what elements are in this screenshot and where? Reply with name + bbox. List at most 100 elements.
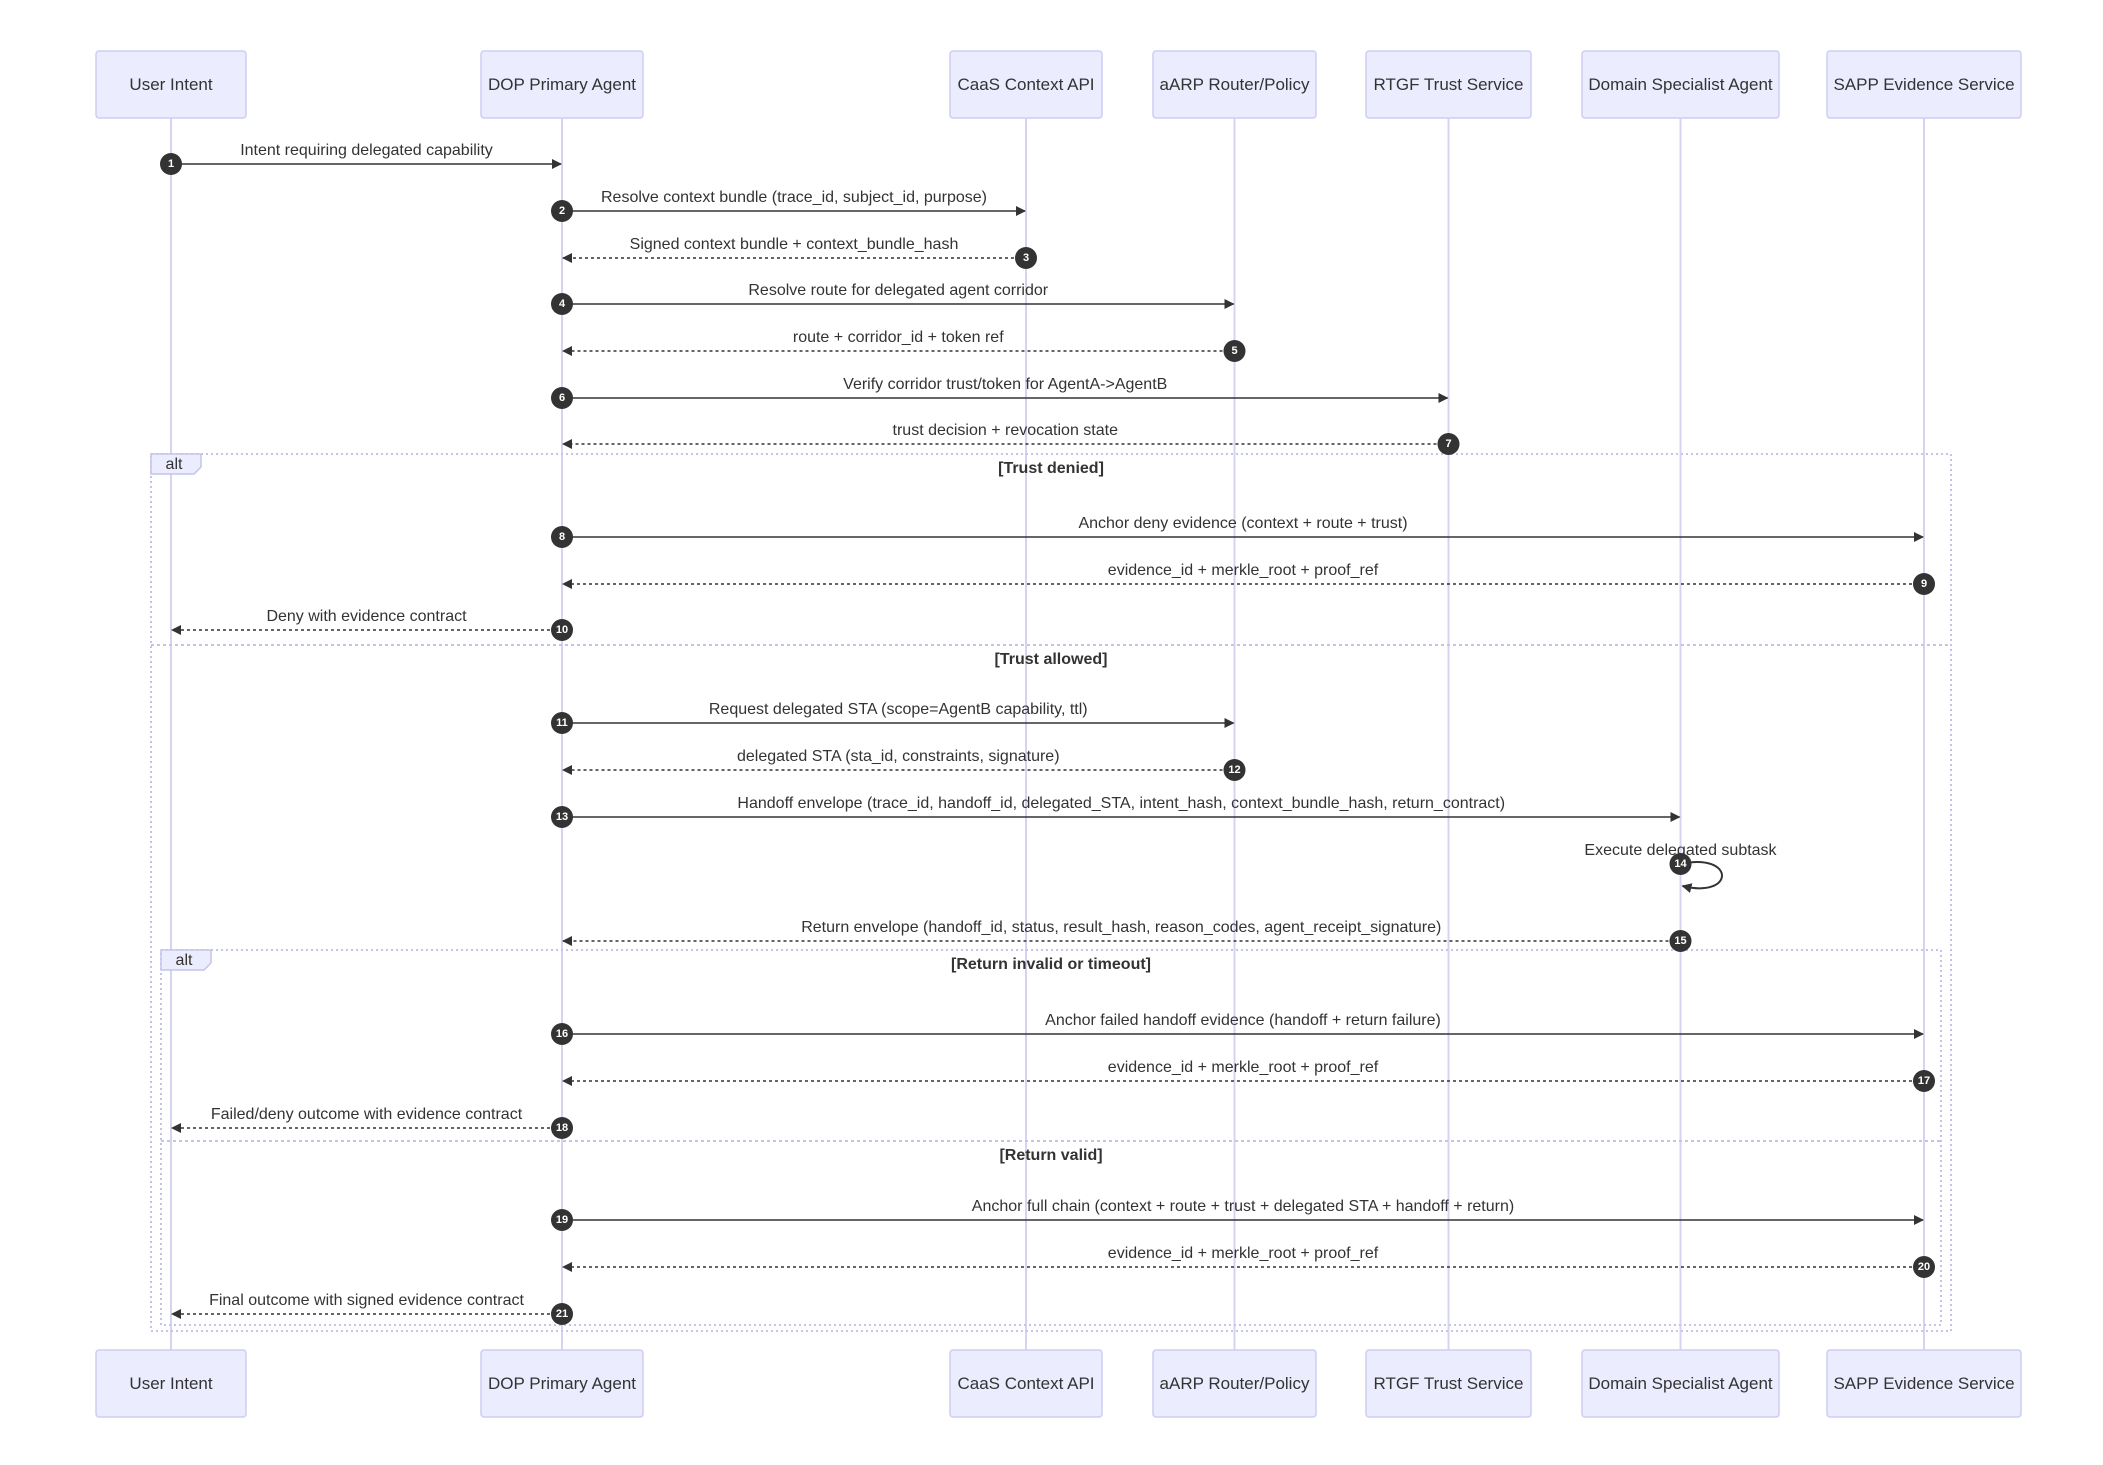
actor-box-dop-top: DOP Primary Agent	[480, 50, 644, 119]
sequence-number: 17	[1918, 1075, 1930, 1087]
sequence-number: 3	[1023, 252, 1029, 264]
alt-condition-label: [Return valid]	[999, 1147, 1102, 1164]
actor-box-sapp-top: SAPP Evidence Service	[1826, 50, 2022, 119]
message-1: Intent requiring delegated capability 1	[160, 142, 562, 175]
message-label: Final outcome with signed evidence contr…	[209, 1292, 524, 1309]
self-message-arrow	[1680, 861, 1723, 893]
actor-rect	[1365, 1349, 1532, 1418]
sequence-number-badge	[551, 1023, 573, 1045]
sequence-number-badge	[1913, 1256, 1935, 1278]
sequence-number: 19	[556, 1214, 568, 1226]
sequence-number-badge	[1669, 930, 1692, 952]
actor-box-user-top: User Intent	[95, 50, 247, 119]
actor-rect	[95, 50, 247, 119]
sequence-number-badge	[551, 387, 573, 409]
message-16: Anchor failed handoff evidence (handoff …	[551, 1012, 1924, 1045]
actor-rect	[1826, 1349, 2022, 1418]
actor-box-aarp-bottom: aARP Router/Policy	[1152, 1349, 1317, 1418]
actor-box-caas-top: CaaS Context API	[949, 50, 1103, 119]
sequence-number: 10	[556, 624, 568, 636]
actor-box-user-bottom: User Intent	[95, 1349, 247, 1418]
message-label: Return envelope (handoff_id, status, res…	[801, 919, 1441, 936]
actor-box-sapp-bottom: SAPP Evidence Service	[1826, 1349, 2022, 1418]
sequence-number: 15	[1674, 935, 1686, 947]
sequence-number: 6	[559, 392, 565, 404]
sequence-number-badge	[1437, 433, 1460, 455]
message-12: delegated STA (sta_id, constraints, sign…	[562, 748, 1246, 781]
message-label: Verify corridor trust/token for AgentA->…	[843, 376, 1167, 393]
actor-box-caas-bottom: CaaS Context API	[949, 1349, 1103, 1418]
sequence-number-badge	[551, 712, 573, 734]
actor-rect	[1581, 50, 1780, 119]
sequence-number-badge	[551, 1303, 573, 1325]
message-label: route + corridor_id + token ref	[793, 329, 1004, 346]
alt-keyword-tab	[150, 453, 202, 475]
alt-condition-label: [Trust denied]	[998, 460, 1104, 477]
message-4: Resolve route for delegated agent corrid…	[551, 282, 1235, 315]
actor-rect	[1365, 50, 1532, 119]
sequence-number: 16	[556, 1028, 568, 1040]
message-13: Handoff envelope (trace_id, handoff_id, …	[551, 795, 1681, 828]
message-5: route + corridor_id + token ref 5	[562, 329, 1246, 362]
message-label: Failed/deny outcome with evidence contra…	[211, 1106, 523, 1123]
sequence-number: 7	[1445, 438, 1451, 450]
sequence-number: 11	[556, 717, 568, 729]
actor-label: SAPP Evidence Service	[1833, 1374, 2014, 1393]
sequence-number: 8	[559, 531, 565, 543]
actor-label: User Intent	[129, 75, 212, 94]
sequence-number: 2	[559, 205, 565, 217]
alt-condition-label: [Return invalid or timeout]	[951, 956, 1151, 973]
message-label: Resolve route for delegated agent corrid…	[748, 282, 1048, 299]
actor-rect	[480, 1349, 644, 1418]
alt-frame-border	[150, 453, 1952, 1332]
message-label: Deny with evidence contract	[266, 608, 467, 625]
sequence-number: 21	[556, 1308, 568, 1320]
message-17: evidence_id + merkle_root + proof_ref 17	[562, 1059, 1935, 1092]
message-label: trust decision + revocation state	[893, 422, 1119, 439]
actor-label: RTGF Trust Service	[1374, 1374, 1524, 1393]
actor-box-dsa-top: Domain Specialist Agent	[1581, 50, 1780, 119]
sequence-number: 5	[1231, 345, 1237, 357]
message-label: evidence_id + merkle_root + proof_ref	[1108, 562, 1379, 579]
actor-rect	[949, 50, 1103, 119]
alt-keyword-label: alt	[176, 952, 193, 969]
actor-box-rtgf-bottom: RTGF Trust Service	[1365, 1349, 1532, 1418]
actor-label: CaaS Context API	[957, 1374, 1094, 1393]
message-15: Return envelope (handoff_id, status, res…	[562, 919, 1692, 952]
message-18: Failed/deny outcome with evidence contra…	[171, 1106, 573, 1139]
sequence-number-badge	[160, 153, 182, 175]
alt-frame-border	[160, 949, 1942, 1326]
alt-keyword-label: alt	[166, 456, 183, 473]
actor-rect	[1152, 50, 1317, 119]
message-6: Verify corridor trust/token for AgentA->…	[551, 376, 1449, 409]
actor-label: DOP Primary Agent	[488, 75, 636, 94]
message-label: delegated STA (sta_id, constraints, sign…	[737, 748, 1060, 765]
sequence-number: 18	[556, 1122, 568, 1134]
sequence-number-badge	[1669, 853, 1692, 875]
actor-rect	[1152, 1349, 1317, 1418]
message-label: evidence_id + merkle_root + proof_ref	[1108, 1059, 1379, 1076]
message-7: trust decision + revocation state 7	[562, 422, 1460, 455]
message-label: Anchor failed handoff evidence (handoff …	[1045, 1012, 1441, 1029]
sequence-number-badge	[1223, 759, 1246, 781]
message-label: Anchor full chain (context + route + tru…	[972, 1198, 1514, 1215]
message-label: Intent requiring delegated capability	[240, 142, 493, 159]
actor-label: User Intent	[129, 1374, 212, 1393]
message-10: Deny with evidence contract 10	[171, 608, 573, 641]
message-8: Anchor deny evidence (context + route + …	[551, 515, 1924, 548]
actor-label: CaaS Context API	[957, 75, 1094, 94]
sequence-number-badge	[551, 619, 573, 641]
sequence-number-badge	[1913, 1070, 1935, 1092]
sequence-number-badge	[551, 806, 573, 828]
message-label: Resolve context bundle (trace_id, subjec…	[601, 189, 987, 206]
actor-label: SAPP Evidence Service	[1833, 75, 2014, 94]
sequence-number: 20	[1918, 1261, 1930, 1273]
alt-frame-2: alt [Return invalid or timeout] [Return va…	[160, 949, 1942, 1326]
message-label: Request delegated STA (scope=AgentB capa…	[709, 701, 1088, 718]
sequence-number: 13	[556, 811, 568, 823]
sequence-number: 1	[168, 158, 174, 170]
sequence-number-badge	[551, 526, 573, 548]
sequence-number-badge	[551, 1117, 573, 1139]
sequence-number-badge	[1223, 340, 1246, 362]
